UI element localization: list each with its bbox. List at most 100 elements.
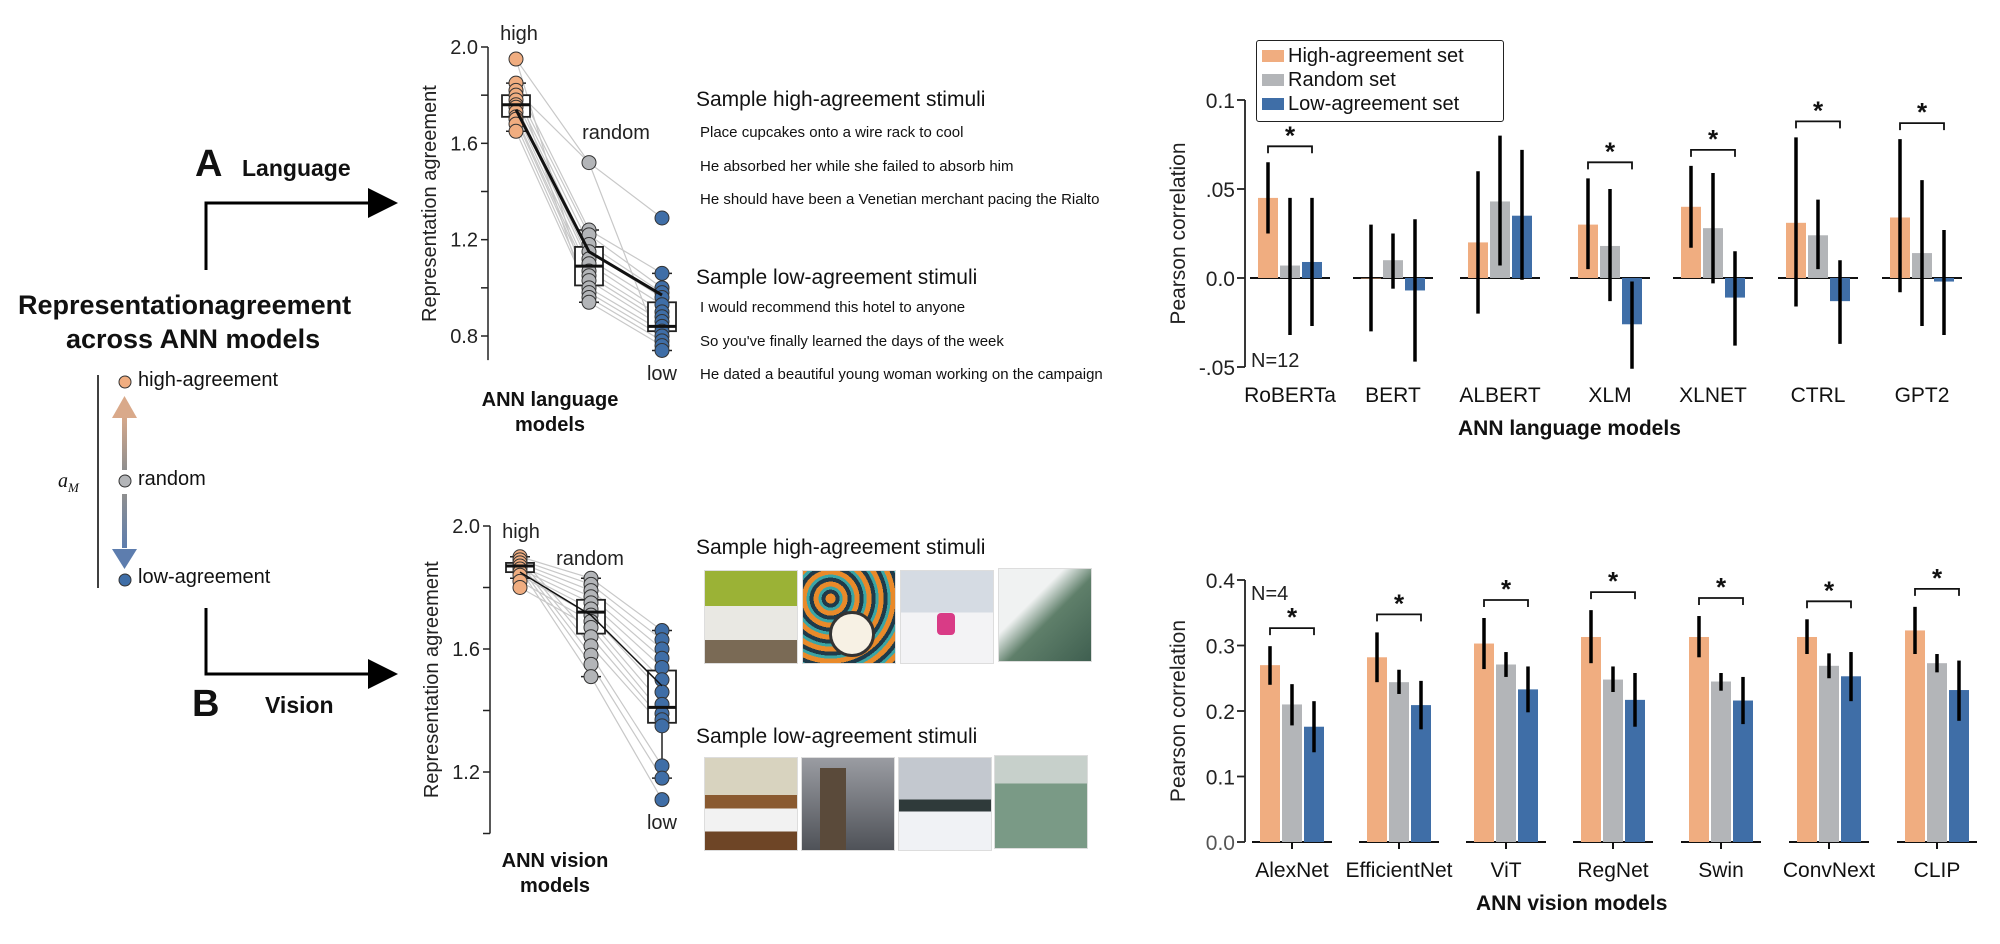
x-tick-label: ConvNext [1783,859,1875,882]
level-label-low: low-agreement [138,566,271,588]
up-arrow-shaft [122,415,127,470]
y-tick-label: 0.1 [1206,90,1235,113]
bar-efficientnet-high [1367,657,1387,842]
x-tick-label: ALBERT [1459,384,1540,407]
panel-b-label: Vision [265,692,334,718]
data-point-random [581,294,597,310]
category-label-high: high [500,23,538,45]
significance-star: * [1708,124,1719,154]
y-tick-label: 0.8 [450,326,478,348]
legend-label-high: High-agreement set [1288,45,1464,67]
y-tick-label: 2.0 [452,516,480,538]
significance-star: * [1287,602,1298,632]
bar-legend: High-agreement set Random set Low-agreem… [1256,40,1504,122]
y-tick-label: 0.0 [1206,268,1235,291]
language-dot-xlabel: ANN language models [470,388,630,438]
significance-bracket [1590,591,1636,600]
y-axis-label: Pearson correlation [1167,142,1190,324]
lang-low-sentence: So you've finally learned the days of th… [700,333,1004,350]
stimulus-image-clock-tower [801,757,895,851]
x-tick-label: RegNet [1577,859,1648,882]
stimulus-image-living-room [704,570,798,664]
bar-convnext-high [1797,636,1817,842]
significance-star: * [1932,563,1943,593]
data-point-low [654,718,670,734]
bar-vit-low [1518,689,1538,842]
legend-swatch-random [1262,74,1284,86]
lang-high-sentence: He absorbed her while she failed to abso… [700,158,1014,175]
x-tick-label: ViT [1490,859,1521,882]
x-tick-label: EfficientNet [1346,859,1453,882]
significance-bracket [1267,145,1313,154]
bar-clip-low [1949,690,1969,842]
significance-bracket [1587,161,1633,170]
significance-bracket [1690,148,1736,157]
significance-star: * [1716,572,1727,602]
significance-star: * [1394,588,1405,618]
lang-high-sentence: He should have been a Venetian merchant … [700,191,1100,208]
main-title-line2: across ANN models [66,324,321,354]
level-dot-low [118,573,132,587]
y-axis-label: Pearson correlation [1167,620,1190,802]
bar-convnext-low [1841,676,1861,842]
legend-swatch-high [1262,50,1284,62]
y-tick-label: 1.6 [450,133,478,155]
x-tick-label: XLNET [1679,384,1747,407]
language-bar-xlabel: ANN language models [1458,417,1681,440]
y-tick-label: -.05 [1199,357,1235,380]
category-label-low: low [647,363,678,385]
category-label-random: random [556,548,624,570]
panel-a-label: Language [242,155,351,181]
bar-alexnet-low [1304,726,1324,842]
bar-clip-high [1905,630,1925,842]
significance-bracket [1795,120,1841,129]
level-label-high: high-agreement [138,369,279,391]
data-point-low [654,792,670,808]
bar-efficientnet-random [1389,682,1409,842]
down-arrow-head [112,549,137,569]
vision-dot-xlabel-text: ANN vision models [501,850,609,897]
x-tick-label: BERT [1365,384,1421,407]
sample-size-annotation: N=4 [1251,583,1288,605]
x-tick-label: Swin [1698,859,1744,882]
down-arrow-shaft [122,494,127,548]
x-tick-label: CTRL [1791,384,1846,407]
lang-low-title: Sample low-agreement stimuli [696,266,978,289]
y-tick-label: 0.1 [1206,767,1235,790]
data-point-random [581,155,597,171]
bar-regnet-random [1603,679,1623,842]
lang-low-sentence: He dated a beautiful young woman working… [700,366,1103,383]
bar-clip-random [1927,663,1947,842]
stimulus-image-clock [802,570,896,664]
category-label-random: random [582,122,650,144]
significance-bracket [1698,597,1744,606]
vision-bar-xlabel: ANN vision models [1476,892,1668,915]
y-tick-label: 2.0 [450,37,478,59]
legend-item-low: Low-agreement set [1262,92,1464,116]
data-point-high [508,51,524,67]
bar-efficientnet-low [1411,705,1431,842]
y-tick-label: 0.2 [1206,701,1235,724]
bar-regnet-low [1625,699,1645,842]
y-tick-label: .05 [1206,179,1235,202]
x-tick-label: CLIP [1914,859,1961,882]
bar-alexnet-random [1282,704,1302,842]
language-dot-xlabel-text: ANN language models [481,389,619,436]
category-label-high: high [502,521,540,543]
level-dot-high [118,375,132,389]
significance-bracket [1269,627,1315,636]
bar-swin-random [1711,681,1731,842]
legend-label-low: Low-agreement set [1288,93,1460,115]
bar-regnet-high [1581,636,1601,842]
level-label-random: random [138,468,206,490]
bar-swin-low [1733,700,1753,842]
x-tick-label: XLM [1588,384,1631,407]
lang-low-sentence: I would recommend this hotel to anyone [700,299,966,316]
vision-dot-xlabel: ANN vision models [500,849,610,899]
level-dot-random [118,474,132,488]
up-arrow-head [112,396,137,418]
